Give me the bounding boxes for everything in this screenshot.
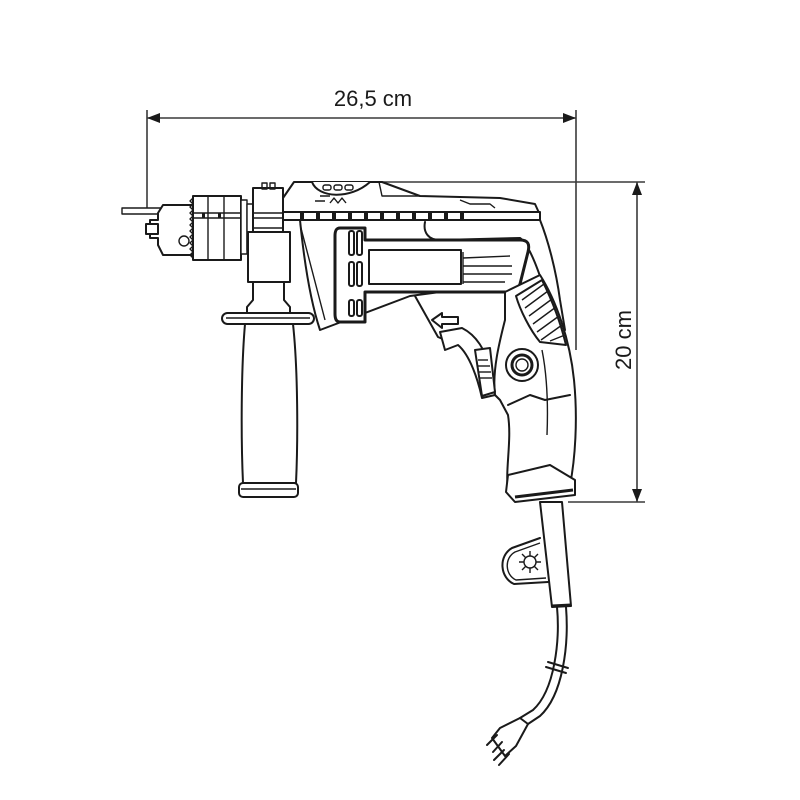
vent-marks (300, 213, 464, 219)
lock-button (505, 348, 539, 382)
pistol-grip (493, 274, 577, 503)
width-dimension-label: 26,5 cm (333, 86, 413, 111)
vent-slots (348, 230, 363, 317)
power-cord (519, 501, 572, 725)
motor-housing (299, 219, 566, 333)
height-dimension (380, 181, 645, 503)
keyed-chuck (145, 195, 254, 261)
side-handle (221, 281, 315, 498)
gear-housing (282, 181, 541, 221)
cord-hanger (501, 537, 549, 585)
side-handle-collar (247, 182, 291, 283)
trigger-assembly (414, 295, 496, 399)
direction-arrow-icon (431, 312, 459, 329)
height-dimension-label: 20 cm (611, 310, 636, 370)
width-dimension (146, 110, 577, 350)
side-vents (462, 252, 512, 284)
grip-hatching (521, 283, 566, 342)
star-gear-icon (519, 551, 541, 573)
plug-icon (486, 717, 529, 766)
